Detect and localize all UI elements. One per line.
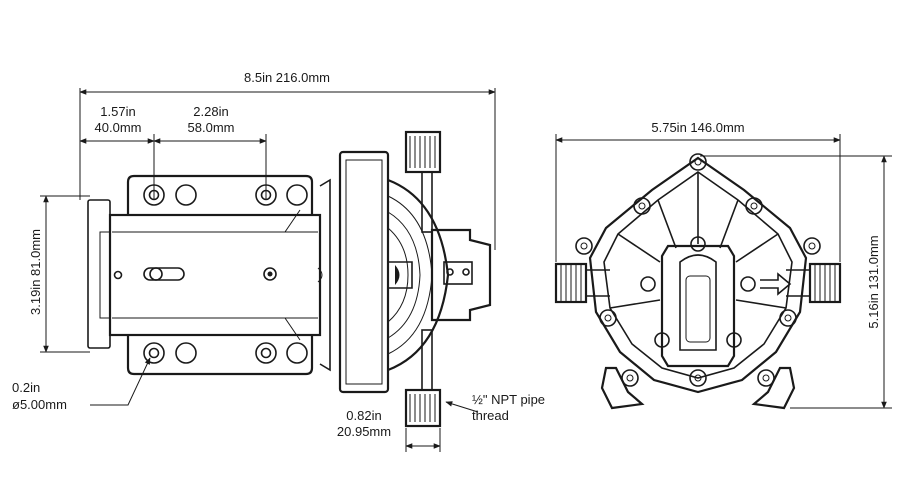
side-view: 8.5in 216.0mm 1.57in 40.0mm 2.28in 58.0m…	[12, 70, 545, 452]
dim-side-height-label: 3.19in 81.0mm	[28, 229, 43, 315]
pump-head-front-outline	[588, 156, 808, 394]
motor-end-cap	[87, 199, 111, 349]
motor-body	[108, 213, 322, 337]
dim-front-height-label: 5.16in 131.0mm	[866, 235, 881, 328]
dim-hole-spacing-2: 2.28in 58.0mm	[153, 104, 267, 200]
thread-note-line1: ½" NPT pipe	[472, 392, 545, 407]
dim-port-width-mm: 20.95mm	[337, 424, 391, 439]
bottom-mounting-foot	[126, 335, 314, 376]
flow-arrow-icon	[760, 272, 792, 296]
dim-overall-length-label: 8.5in 216.0mm	[244, 70, 330, 85]
pump-center-block	[660, 244, 736, 368]
dim-hole-spacing-1: 1.57in 40.0mm	[79, 104, 155, 200]
mount-hole-bottom-1	[143, 342, 165, 364]
dim-hole-spacing-2-mm: 58.0mm	[188, 120, 235, 135]
dim-front-width: 5.75in 146.0mm	[555, 120, 841, 262]
top-mounting-foot	[126, 174, 314, 215]
dim-hole-spacing-1-in: 1.57in	[100, 104, 135, 119]
front-foot-left	[600, 366, 645, 410]
dim-port-width-in: 0.82in	[346, 408, 381, 423]
mount-hole-bottom-2	[255, 342, 277, 364]
dim-front-width-label: 5.75in 146.0mm	[651, 120, 744, 135]
dim-hole-diameter-mm: ø5.00mm	[12, 397, 67, 412]
thread-callout: ½" NPT pipe thread	[445, 392, 545, 423]
front-view: 5.75in 146.0mm 5.16in 131.0mm	[554, 120, 892, 410]
dim-port-width: 0.82in 20.95mm	[337, 408, 441, 452]
dim-hole-spacing-2-in: 2.28in	[193, 104, 228, 119]
front-foot-right	[751, 366, 796, 410]
dim-overall-length: 8.5in 216.0mm	[79, 70, 496, 250]
dim-hole-spacing-1-mm: 40.0mm	[95, 120, 142, 135]
dim-side-height: 3.19in 81.0mm	[28, 195, 90, 353]
pressure-switch-side	[430, 228, 492, 322]
dim-hole-diameter-in: 0.2in	[12, 380, 40, 395]
front-port-left	[554, 262, 610, 304]
motor-nose	[319, 178, 331, 372]
front-port-right	[786, 262, 842, 304]
dim-front-height: 5.16in 131.0mm	[700, 155, 892, 409]
pump-head-side	[338, 130, 492, 428]
thread-note-line2: thread	[472, 408, 509, 423]
dim-hole-diameter: 0.2in ø5.00mm	[12, 357, 151, 412]
